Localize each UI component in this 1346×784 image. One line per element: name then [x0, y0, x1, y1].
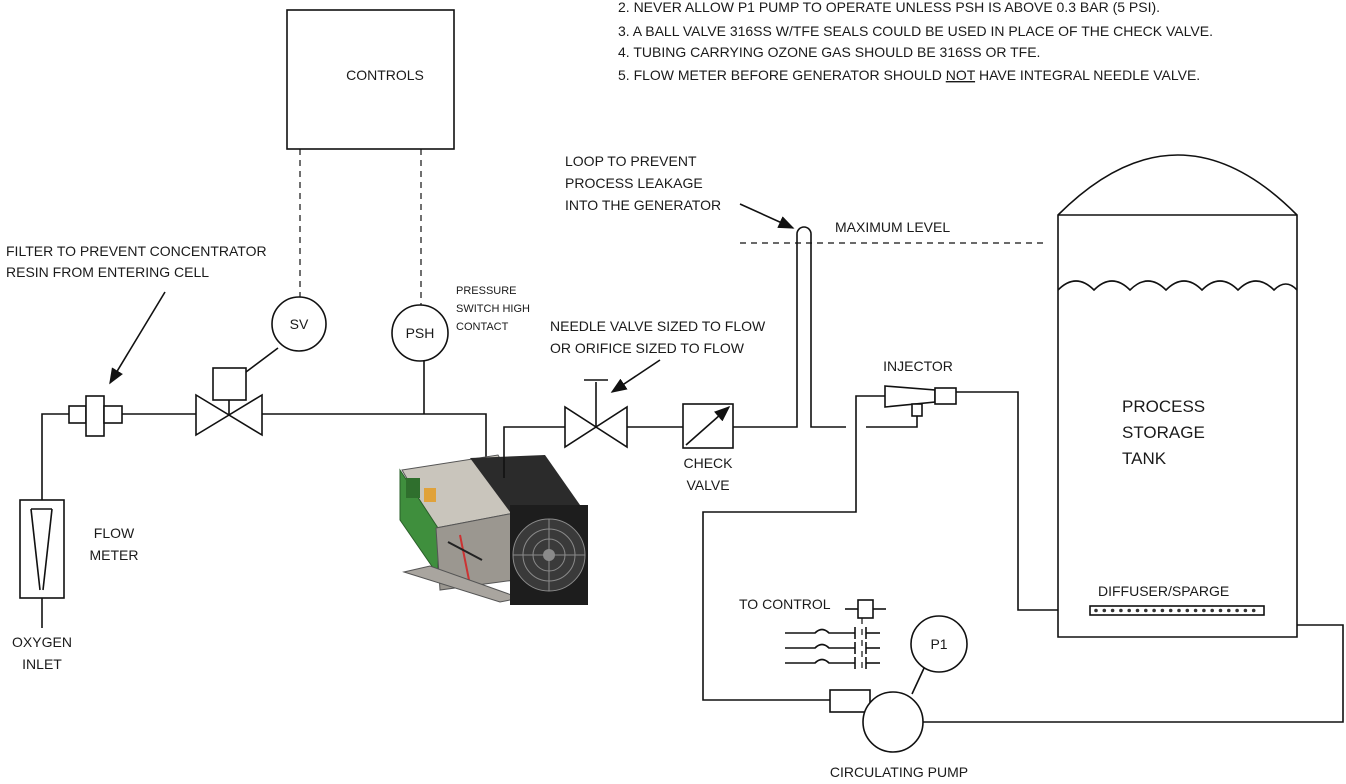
- sv-indicator: [271, 296, 327, 352]
- pump-discharge-to-injector-line: [702, 395, 885, 701]
- circulating-pump: [829, 689, 924, 753]
- note-5: 5. FLOW METER BEFORE GENERATOR SHOULD NO…: [618, 67, 1200, 83]
- p1-leader: [911, 665, 926, 695]
- diffuser-hole: [1119, 608, 1123, 613]
- check-label-line1: CHECK: [683, 455, 733, 471]
- note-3: 3. A BALL VALVE 316SS W/TFE SEALS COULD …: [618, 23, 1213, 39]
- diffuser-hole: [1152, 608, 1156, 613]
- injector: [884, 385, 957, 417]
- diffuser-sparge: [1089, 605, 1265, 616]
- loop-label-line1: LOOP TO PREVENT: [565, 153, 697, 169]
- loop-arrow: [739, 203, 795, 229]
- tank-label-line1: PROCESS: [1122, 397, 1205, 416]
- p1-label: P1: [930, 636, 947, 652]
- filter-label-line2: RESIN FROM ENTERING CELL: [6, 264, 209, 280]
- ozone-generator-photo: [399, 454, 588, 605]
- diffuser-hole: [1102, 608, 1107, 613]
- filter-label-line1: FILTER TO PREVENT CONCENTRATOR: [6, 243, 267, 259]
- process-storage-tank: [1057, 154, 1298, 638]
- controls-box: [286, 9, 455, 150]
- flow-meter-label-line2: METER: [90, 547, 139, 563]
- loop-label-line3: INTO THE GENERATOR: [565, 197, 721, 213]
- solenoid-valve: [195, 347, 279, 437]
- p1-indicator: [910, 615, 968, 673]
- tank-label-line2: STORAGE: [1122, 423, 1205, 442]
- diffuser-hole: [1094, 608, 1098, 613]
- diffuser-holes: [1094, 608, 1256, 613]
- needle-label-line1: NEEDLE VALVE SIZED TO FLOW: [550, 318, 766, 334]
- diffuser-label: DIFFUSER/SPARGE: [1098, 583, 1229, 599]
- psh-indicator: [391, 304, 449, 362]
- check-valve: [682, 403, 734, 449]
- tank-outlet-to-pump-line: [920, 624, 1344, 723]
- note-2: 2. NEVER ALLOW P1 PUMP TO OPERATE UNLESS…: [618, 0, 1160, 15]
- to-control-label: TO CONTROL: [739, 596, 831, 612]
- oxygen-inlet-label-line1: OXYGEN: [12, 634, 72, 650]
- diffuser-hole: [1160, 608, 1165, 613]
- flow-meter-label-line1: FLOW: [94, 525, 135, 541]
- notes-block: 2. NEVER ALLOW P1 PUMP TO OPERATE UNLESS…: [618, 0, 1213, 83]
- tank-label-line3: TANK: [1122, 449, 1167, 468]
- anti-siphon-loop: [733, 226, 846, 428]
- psh-label: PSH: [406, 325, 435, 341]
- diffuser-hole: [1235, 608, 1239, 613]
- controls-label: CONTROLS: [346, 67, 424, 83]
- flow-meter: [19, 499, 65, 599]
- injector-to-diffuser-line: [956, 391, 1090, 611]
- diffuser-hole: [1202, 608, 1206, 613]
- diffuser-hole: [1210, 608, 1214, 613]
- diffuser-hole: [1135, 608, 1140, 613]
- needle-valve: [564, 379, 628, 449]
- circulating-pump-label: CIRCULATING PUMP: [830, 764, 968, 780]
- tank-water-surface: [1057, 280, 1298, 292]
- sv-label: SV: [290, 316, 309, 332]
- diffuser-hole: [1127, 608, 1131, 613]
- diffuser-hole: [1243, 608, 1248, 613]
- diffuser-hole: [1168, 608, 1173, 613]
- maximum-level-label: MAXIMUM LEVEL: [835, 219, 950, 235]
- diffuser-hole: [1144, 608, 1148, 613]
- psh-desc-line1: PRESSURE: [456, 285, 517, 297]
- diffuser-hole: [1177, 608, 1181, 613]
- psh-desc-line2: SWITCH HIGH: [456, 303, 530, 315]
- loop-label-line2: PROCESS LEAKAGE: [565, 175, 703, 191]
- note-4: 4. TUBING CARRYING OZONE GAS SHOULD BE 3…: [618, 44, 1040, 60]
- filter: [68, 395, 123, 437]
- diffuser-hole: [1185, 608, 1190, 613]
- generator-outlet-line: [503, 426, 565, 478]
- diffuser-hole: [1193, 608, 1198, 613]
- diffuser-hole: [1227, 608, 1231, 613]
- diffuser-hole: [1251, 608, 1256, 613]
- check-label-line2: VALVE: [686, 477, 729, 493]
- needle-label-line2: OR ORIFICE SIZED TO FLOW: [550, 340, 745, 356]
- injector-label: INJECTOR: [883, 358, 953, 374]
- needle-arrow: [610, 359, 661, 393]
- diffuser-hole: [1110, 608, 1115, 613]
- oxygen-inlet-label-line2: INLET: [22, 656, 62, 672]
- filter-arrow: [109, 291, 166, 385]
- diffuser-hole: [1218, 608, 1223, 613]
- psh-desc-line3: CONTACT: [456, 321, 509, 333]
- motor-starter-symbol: [785, 599, 886, 669]
- gas-to-injector-line: [866, 416, 918, 428]
